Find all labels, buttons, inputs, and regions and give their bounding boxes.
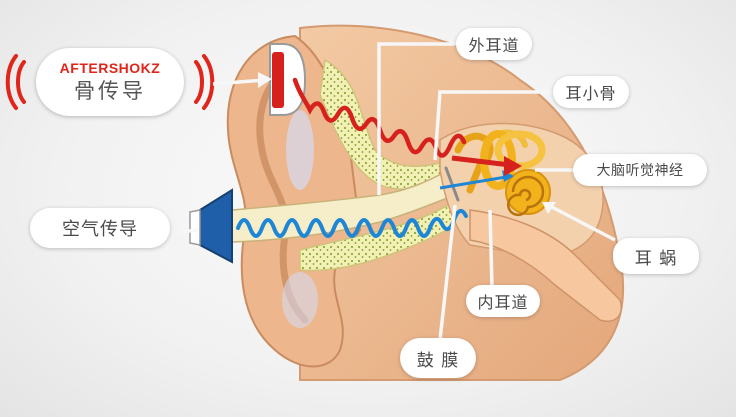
brand-pointer-arrowhead (258, 72, 272, 88)
bone-arrowhead (504, 156, 522, 176)
eardrum-shape (444, 166, 460, 202)
label-cochlea: 耳 蜗 (613, 238, 699, 274)
auricle-inner (256, 66, 309, 324)
air-speaker (189, 188, 233, 264)
air-arrow (439, 174, 513, 190)
label-ossicles: 耳小骨 (553, 76, 629, 108)
air-wave (236, 208, 468, 238)
label-inner-ear-canal: 内耳道 (466, 285, 540, 317)
brand-subtitle: 骨传导 (74, 79, 146, 103)
label-eardrum: 鼓 膜 (400, 338, 476, 378)
bone-transducer (269, 43, 307, 116)
brand-badge: AFTERSHOKZ 骨传导 (36, 48, 184, 116)
inner-ear-tube (469, 209, 622, 322)
leader-lines (179, 42, 616, 341)
label-air-conduction: 空气传导 (30, 208, 170, 248)
brand-name: AFTERSHOKZ (59, 60, 161, 76)
concha-highlight (286, 110, 314, 190)
label-outer-ear-canal: 外耳道 (456, 28, 532, 60)
lobe-highlight (282, 272, 318, 328)
cochlea-pointer-arrowhead (542, 202, 556, 214)
bone-arrow (451, 155, 511, 168)
sound-wave-marks (5, 54, 215, 110)
label-auditory-nerve: 大脑听觉神经 (573, 154, 707, 186)
